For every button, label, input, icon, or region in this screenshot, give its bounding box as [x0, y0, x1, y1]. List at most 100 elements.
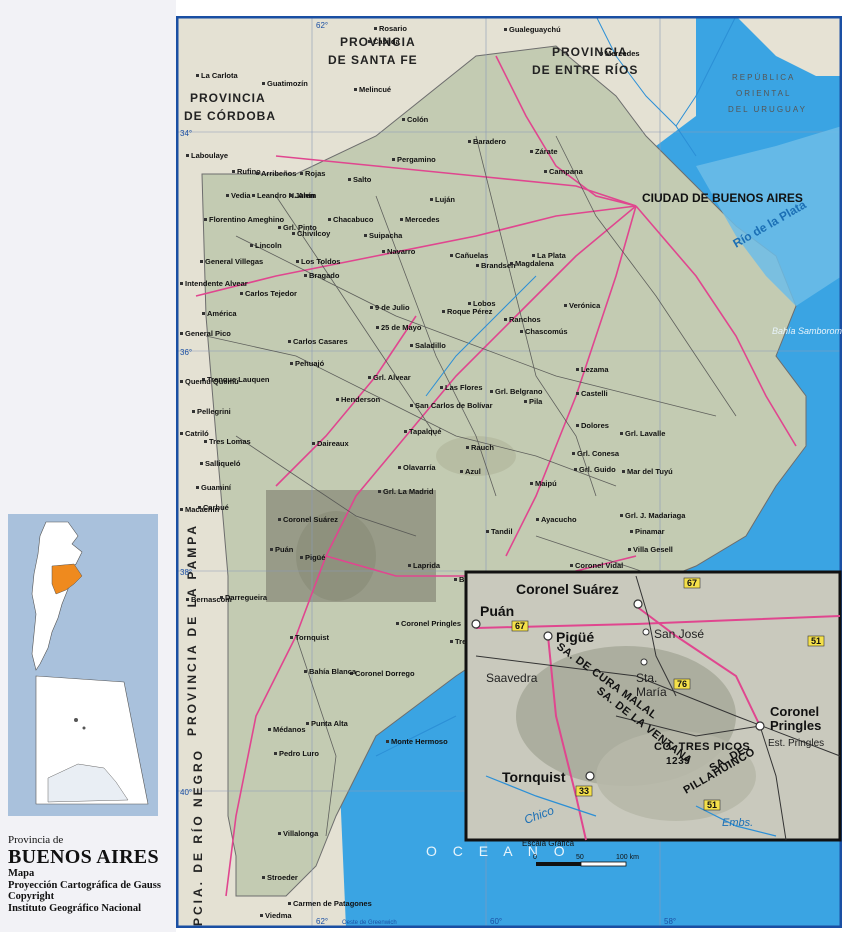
city-dot: [180, 432, 183, 435]
city-dot: [374, 27, 377, 30]
city-name: Luján: [435, 195, 455, 204]
city-marker: Coronel Dorrego: [350, 669, 415, 678]
city-dot: [296, 260, 299, 263]
city-marker: Grl. Conesa: [572, 449, 620, 458]
city-marker: Lezama: [576, 365, 609, 374]
city-dot: [306, 722, 309, 725]
main-map: PROVINCIA DE SANTA FE PROVINCIA DE ENTRE…: [175, 15, 846, 929]
city-dot: [196, 486, 199, 489]
city-dot: [504, 28, 507, 31]
city-marker: Florentino Ameghino: [204, 215, 285, 224]
city-marker: Rauch: [466, 443, 494, 452]
city-name: Guaminí: [201, 483, 232, 492]
city-name: Baradero: [473, 137, 506, 146]
city-dot: [200, 260, 203, 263]
city-name: Salto: [353, 175, 372, 184]
city-marker: Macachín: [180, 505, 220, 514]
city-name: Mercedes: [605, 49, 640, 58]
city-dot: [370, 306, 373, 309]
city-marker: Tapalqué: [404, 427, 441, 436]
label-uruguay-2: ORIENTAL: [736, 89, 791, 98]
city-dot: [468, 140, 471, 143]
city-name: Magdalena: [515, 259, 555, 268]
city-name: Carmen de Patagones: [293, 899, 372, 908]
city-dot: [304, 670, 307, 673]
city-name: Mercedes: [405, 215, 440, 224]
city-name: Olavarría: [403, 463, 436, 472]
label-cordoba-2: DE CÓRDOBA: [184, 108, 276, 123]
city-name: Roque Pérez: [447, 307, 493, 316]
city-marker: La Plata: [532, 251, 567, 260]
inset-coronel-suarez: Coronel Suárez: [516, 581, 619, 597]
city-name: Leandro N. Alem: [257, 191, 317, 200]
lat-label-36: 36°: [180, 348, 192, 357]
city-dot: [328, 218, 331, 221]
inset-puan: Puán: [480, 603, 514, 619]
city-marker: Melincué: [354, 85, 391, 94]
city-dot: [186, 598, 189, 601]
city-name: Daireaux: [317, 439, 350, 448]
city-marker: Viedma: [260, 911, 292, 920]
city-marker: Carhué: [198, 503, 229, 512]
city-dot: [600, 52, 603, 55]
city-dot: [288, 902, 291, 905]
city-name: Salliqueló: [205, 459, 241, 468]
city-dot: [490, 390, 493, 393]
inset-route-76: 76: [677, 679, 687, 689]
city-marker: Intendente Alvear: [180, 279, 248, 288]
city-dot: [402, 118, 405, 121]
inset-route-33: 33: [579, 786, 589, 796]
city-marker: Carlos Tejedor: [240, 289, 297, 298]
city-dot: [292, 232, 295, 235]
city-name: Grl. Alvear: [373, 373, 411, 382]
city-marker: 9 de Julio: [370, 303, 410, 312]
graticule-labels: 62° 62° Oeste de Greenwich 60° 58° 34° 3…: [180, 21, 676, 926]
map-frame-border: [175, 15, 843, 929]
city-dot: [252, 194, 255, 197]
city-dot: [410, 404, 413, 407]
city-dot: [202, 312, 205, 315]
city-name: Gualeguaychú: [509, 25, 561, 34]
lat-label-34: 34°: [180, 129, 192, 138]
scale-title: Escala Gráfica: [522, 839, 575, 848]
city-name: Ranchos: [509, 315, 541, 324]
scale-tick-50: 50: [576, 854, 584, 861]
inset-tornquist: Tornquist: [502, 769, 566, 785]
city-dot: [200, 462, 203, 465]
city-dot: [620, 514, 623, 517]
city-dot: [576, 392, 579, 395]
city-marker: Pehuajó: [290, 359, 325, 368]
region-labels: PROVINCIA DE SANTA FE PROVINCIA DE ENTRE…: [184, 35, 637, 123]
city-marker: Laboulaye: [186, 151, 228, 160]
city-marker: Arribeños: [256, 169, 296, 178]
city-marker: Mercedes: [600, 49, 640, 58]
city-dot: [240, 292, 243, 295]
city-marker: Colón: [402, 115, 429, 124]
city-marker: 25 de Mayo: [376, 323, 422, 332]
city-name: Coronel Suárez: [283, 515, 338, 524]
city-marker: Pinamar: [630, 527, 665, 536]
inset-route-51a: 51: [811, 636, 821, 646]
city-dot: [450, 254, 453, 257]
inset-coronel-pringles-1: Coronel: [770, 704, 819, 719]
city-name: Tornquist: [295, 633, 330, 642]
city-name: Verónica: [569, 301, 601, 310]
city-dot: [572, 452, 575, 455]
city-marker: Villa Gesell: [628, 545, 673, 554]
uruguay-land: [176, 16, 842, 76]
city-dot: [622, 470, 625, 473]
city-dot: [410, 344, 413, 347]
label-santa-fe-1: PROVINCIA: [340, 35, 416, 49]
city-marker: Maipú: [530, 479, 557, 488]
map-canvas: PROVINCIA DE SANTA FE PROVINCIA DE ENTRE…: [175, 15, 846, 929]
city-dot: [350, 672, 353, 675]
city-name: Saladillo: [415, 341, 446, 350]
city-name: Médanos: [273, 725, 306, 734]
city-name: Zárate: [535, 147, 558, 156]
city-name: Grl. J. Madariaga: [625, 511, 686, 520]
city-marker: Las Flores: [440, 383, 483, 392]
city-name: Carlos Tejedor: [245, 289, 297, 298]
city-dot: [192, 410, 195, 413]
city-marker: Zárate: [530, 147, 558, 156]
city-name: Navarro: [387, 247, 416, 256]
